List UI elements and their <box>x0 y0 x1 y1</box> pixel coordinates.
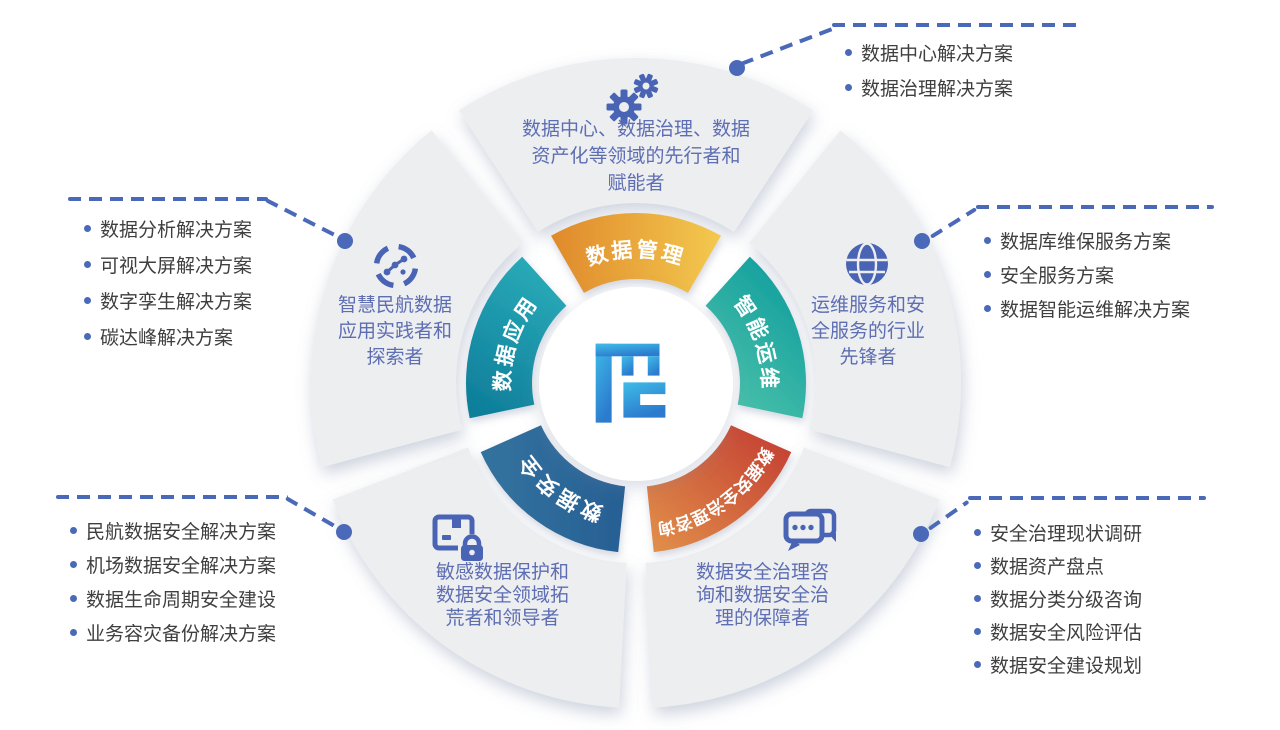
segment-description-intelligent-operations: 运维服务和安 全服务的行业 先锋者 <box>810 295 925 368</box>
list-item: 机场数据安全解决方案 <box>70 553 276 577</box>
globe-icon <box>846 242 888 286</box>
wedge-data-application <box>311 130 523 468</box>
wedge-data-security <box>332 447 627 708</box>
ring-arc-data-management <box>551 213 721 293</box>
leader-line-top-right <box>832 23 1084 27</box>
list-item: 数据中心解决方案 <box>845 41 1013 65</box>
list-item: 数字孪生解决方案 <box>84 289 252 313</box>
leader-dot-bottom-right <box>913 526 929 542</box>
wedge-data-management <box>459 57 813 233</box>
callout-list-bottom-left: 民航数据安全解决方案 机场数据安全解决方案 数据生命周期安全建设 业务容灾备份解… <box>70 519 276 655</box>
list-item: 数据资产盘点 <box>974 554 1142 578</box>
ring-arc-data-security <box>480 425 626 553</box>
list-item: 数据治理解决方案 <box>845 76 1013 100</box>
list-item: 数据库维保服务方案 <box>984 229 1190 253</box>
callout-list-left: 数据分析解决方案 可视大屏解决方案 数字孪生解决方案 碳达峰解决方案 <box>84 217 252 361</box>
segment-description-data-management: 数据中心、数据治理、数据 资产化等领域的先行者和 赋能者 <box>521 119 750 194</box>
list-item: 安全服务方案 <box>984 263 1190 287</box>
list-item: 数据分析解决方案 <box>84 217 252 241</box>
network-nodes-icon <box>373 243 419 289</box>
list-item: 数据安全建设规划 <box>974 653 1142 677</box>
list-item: 数据分类分级咨询 <box>974 587 1142 611</box>
chat-bubbles-icon <box>783 508 837 551</box>
callout-list-top-right: 数据中心解决方案 数据治理解决方案 <box>845 41 1013 111</box>
ring-arc-data-security-governance-consulting <box>646 425 792 553</box>
ring-arc-data-application <box>465 256 567 419</box>
list-item: 可视大屏解决方案 <box>84 253 252 277</box>
lock-icon <box>458 534 486 562</box>
callout-list-bottom-right: 安全治理现状调研 数据资产盘点 数据分类分级咨询 数据安全风险评估 数据安全建设… <box>974 521 1142 686</box>
leader-line-left <box>68 197 268 201</box>
leader-line-right <box>976 205 1214 209</box>
inner-ring-arcs <box>465 213 807 553</box>
leader-dot-left <box>337 233 353 249</box>
ring-arc-intelligent-operations <box>705 256 807 419</box>
leader-line-bottom-left <box>56 495 288 499</box>
leader-dot-top-right <box>729 60 745 76</box>
wedge-intelligent-operations <box>749 130 961 468</box>
list-item: 业务容灾备份解决方案 <box>70 621 276 645</box>
me-monogram-icon <box>595 343 666 423</box>
outer-wedges <box>311 57 961 708</box>
leader-line-bottom-right <box>968 496 1206 500</box>
leader-dot-right <box>914 233 930 249</box>
segment-description-data-application: 智慧民航数据 应用实践者和 探索者 <box>337 295 452 368</box>
callout-list-right: 数据库维保服务方案 安全服务方案 数据智能运维解决方案 <box>984 229 1190 331</box>
segment-description-data-security-governance-consulting: 数据安全治理咨 询和数据安全治 理的保障者 <box>695 562 829 629</box>
segment-description-data-security: 敏感数据保护和 数据安全领域拓 荒者和领导者 <box>435 562 569 629</box>
leader-dot-bottom-left <box>336 524 352 540</box>
gears-icon <box>606 73 659 125</box>
list-item: 碳达峰解决方案 <box>84 325 252 349</box>
list-item: 数据智能运维解决方案 <box>984 297 1190 321</box>
list-item: 数据生命周期安全建设 <box>70 587 276 611</box>
list-item: 安全治理现状调研 <box>974 521 1142 545</box>
list-item: 数据安全风险评估 <box>974 620 1142 644</box>
box-lock-icon <box>432 514 486 562</box>
wedge-data-security-governance-consulting <box>645 447 940 708</box>
list-item: 民航数据安全解决方案 <box>70 519 276 543</box>
